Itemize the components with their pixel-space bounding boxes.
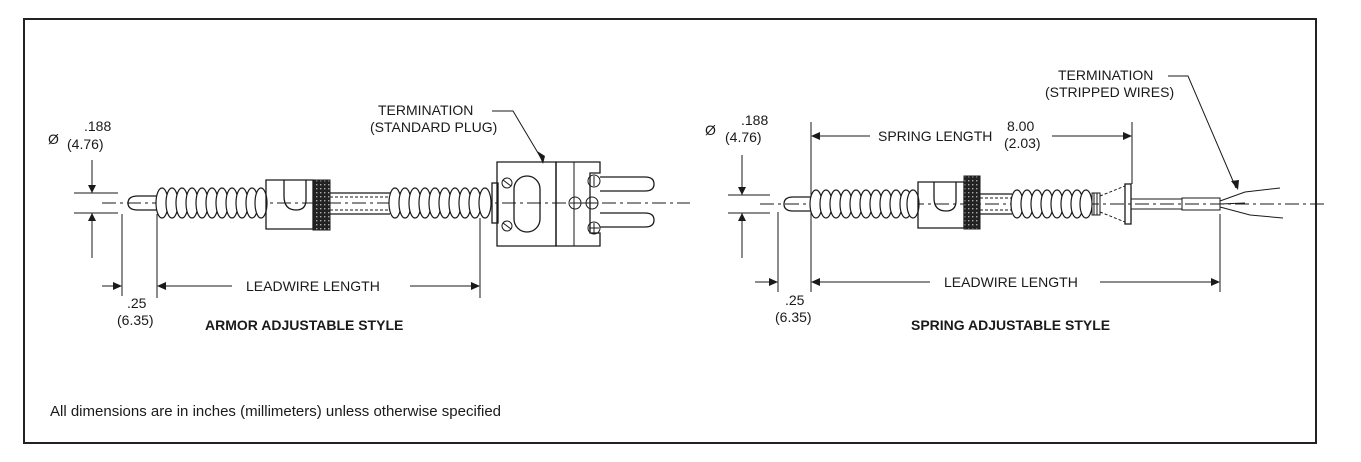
- spring-coil-rear: [1010, 189, 1093, 219]
- armor-offset-mm: (6.35): [117, 312, 154, 328]
- armor-offset-in: .25: [127, 295, 147, 311]
- plug-prong-bottom: [600, 212, 655, 228]
- armor-dia-symbol: Ø: [48, 131, 59, 147]
- spring-style-title: SPRING ADJUSTABLE STYLE: [911, 317, 1110, 333]
- dimensions-footnote: All dimensions are in inches (millimeter…: [50, 403, 501, 420]
- spring-end-collar: [1091, 192, 1101, 216]
- armor-coil-front: [155, 187, 268, 219]
- stripped-wires: [1219, 187, 1284, 219]
- armor-dia-mm: (4.76): [67, 136, 104, 152]
- armor-style-title: ARMOR ADJUSTABLE STYLE: [205, 317, 403, 333]
- standard-plug: [491, 161, 655, 247]
- armor-termination-sub: (STANDARD PLUG): [370, 119, 497, 135]
- spring-coil-front: [809, 189, 920, 219]
- armor-leadwire-label: LEADWIRE LENGTH: [246, 278, 380, 294]
- spring-dia-in: .188: [741, 112, 768, 128]
- spring-offset-in: .25: [785, 292, 805, 308]
- spring-termination-title: TERMINATION: [1058, 67, 1153, 83]
- spring-termination-leader: [1168, 75, 1237, 189]
- spring-offset-mm: (6.35): [775, 309, 812, 325]
- armor-knurled-nut: [312, 179, 331, 231]
- spring-clip-body: [917, 181, 965, 229]
- spring-leadwire-label: LEADWIRE LENGTH: [944, 274, 1078, 290]
- spring-probe-tip: [783, 196, 811, 212]
- spring-length-label: SPRING LENGTH: [878, 128, 992, 144]
- spring-length-mm: (2.03): [1004, 135, 1041, 151]
- spring-dia-symbol: Ø: [705, 122, 716, 138]
- spring-stop-washer: [1124, 183, 1132, 225]
- armor-clip-hook: [283, 180, 307, 211]
- armor-assembly: Ø .188 (4.76): [48, 102, 690, 333]
- spring-knurled-nut: [963, 175, 981, 230]
- spring-length-in: 8.00: [1007, 118, 1034, 134]
- armor-dia-in: .188: [84, 118, 111, 134]
- plug-prong-top: [600, 176, 655, 192]
- armor-coil-rear: [388, 187, 492, 219]
- armor-termination-title: TERMINATION: [378, 102, 473, 118]
- spring-dia-mm: (4.76): [725, 129, 762, 145]
- spring-clip-hook: [933, 182, 957, 212]
- spring-assembly: Ø .188 (4.76): [705, 67, 1325, 333]
- drawing-frame: [23, 18, 1317, 444]
- spring-termination-sub: (STRIPPED WIRES): [1045, 84, 1174, 100]
- armor-termination-leader: [492, 110, 542, 159]
